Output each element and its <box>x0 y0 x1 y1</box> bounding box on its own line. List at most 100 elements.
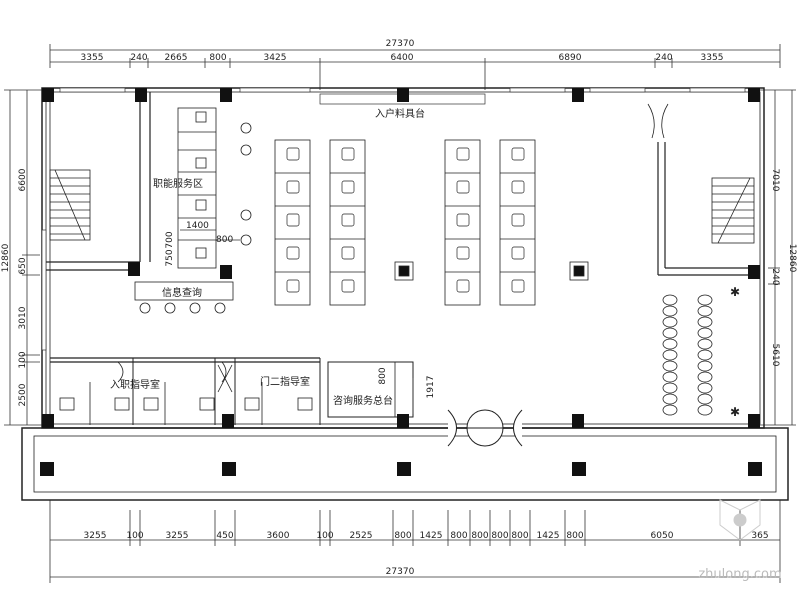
office-chair <box>456 246 470 260</box>
waiting-seat <box>697 338 713 350</box>
bottom-dim-6: 100 <box>316 531 333 541</box>
bottom-dim-9: 1425 <box>420 531 443 541</box>
waiting-seat <box>662 382 678 394</box>
bottom-dim-10: 800 <box>450 531 467 541</box>
stair-right <box>711 177 755 244</box>
dim-1917: 1917 <box>426 376 436 399</box>
bottom-dim-3: 3255 <box>166 531 189 541</box>
bottom-total-dim: 27370 <box>386 567 415 577</box>
bottom-dim-4: 450 <box>216 531 233 541</box>
right-dim-2: 240 <box>770 268 780 285</box>
top-total-dim: 27370 <box>386 39 415 49</box>
info-desk-label: 信息查询 <box>162 286 202 299</box>
left-dim-1: 6600 <box>18 168 28 191</box>
stair-left <box>49 169 91 241</box>
waiting-seat <box>697 371 713 383</box>
office-chair <box>286 180 300 194</box>
watermark-logo <box>719 499 761 541</box>
inner-dimension-lines <box>180 229 414 414</box>
bottom-dim-16: 6050 <box>651 531 674 541</box>
bottom-dim-11: 800 <box>471 531 488 541</box>
top-dim-9: 3355 <box>701 53 724 63</box>
door-top-right <box>647 103 669 139</box>
waiting-seat <box>697 404 713 416</box>
office-desks <box>59 361 313 425</box>
bottom-dim-5: 3600 <box>267 531 290 541</box>
office-chair <box>511 180 525 194</box>
office-chair <box>456 180 470 194</box>
bottom-dim-8: 800 <box>394 531 411 541</box>
waiting-seat <box>697 316 713 328</box>
office-chair <box>341 213 355 227</box>
right-dim-3: 5610 <box>770 344 780 367</box>
windows <box>41 87 746 351</box>
office-chair <box>341 180 355 194</box>
plant-icons: ✱ ✱ <box>730 285 740 419</box>
dim-800-a: 800 <box>216 235 233 245</box>
right-dimension-lines <box>760 89 796 426</box>
office-chair <box>341 246 355 260</box>
watermark-text: zhulong.com <box>698 567 781 582</box>
hall-columns <box>394 261 589 281</box>
waiting-seat <box>662 349 678 361</box>
left-dim-5: 2500 <box>18 383 28 406</box>
bottom-dim-13: 800 <box>511 531 528 541</box>
top-dim-3: 2665 <box>165 53 188 63</box>
info-desk-counter <box>134 281 234 314</box>
bottom-dim-14: 1425 <box>537 531 560 541</box>
waiting-seat <box>697 294 713 306</box>
office-chair <box>341 279 355 293</box>
bottom-dim-1: 3255 <box>84 531 107 541</box>
top-dim-2: 240 <box>130 53 147 63</box>
office-chair <box>456 213 470 227</box>
office-chair <box>286 213 300 227</box>
bottom-dim-15: 800 <box>566 531 583 541</box>
top-dim-8: 240 <box>655 53 672 63</box>
office-chair <box>286 279 300 293</box>
waiting-seat <box>662 338 678 350</box>
waiting-seat <box>697 327 713 339</box>
office-chair <box>341 147 355 161</box>
waiting-seat <box>662 360 678 372</box>
walls <box>21 87 789 501</box>
office-chair <box>511 147 525 161</box>
top-dim-5: 3425 <box>264 53 287 63</box>
svg-text:✱: ✱ <box>730 405 740 419</box>
waiting-seat <box>697 305 713 317</box>
waiting-seat <box>697 393 713 405</box>
waiting-seats <box>662 294 713 416</box>
bottom-dim-2: 100 <box>126 531 143 541</box>
left-total-dim: 12860 <box>1 243 11 272</box>
workstation-cluster-right <box>444 139 536 306</box>
office-a-label: 入职指导室 <box>110 378 160 391</box>
office-b-label: 门二指导室 <box>260 375 310 388</box>
workstation-cluster-left <box>274 139 366 306</box>
waiting-seat <box>697 349 713 361</box>
waiting-seat <box>662 305 678 317</box>
main-entrance-doors <box>447 409 523 447</box>
dim-750: 750 <box>165 249 175 266</box>
top-dimension-lines <box>49 44 781 90</box>
bottom-dim-7: 2525 <box>350 531 373 541</box>
waiting-seat <box>662 404 678 416</box>
top-dim-6: 6400 <box>391 53 414 63</box>
dim-800-b: 800 <box>378 367 388 384</box>
waiting-seat <box>662 316 678 328</box>
dim-700: 700 <box>165 231 175 248</box>
bottom-dim-12: 800 <box>491 531 508 541</box>
functional-area-label: 职能服务区 <box>153 177 203 190</box>
office-chair <box>511 213 525 227</box>
service-desk-label: 咨询服务总台 <box>333 394 393 407</box>
top-dim-1: 3355 <box>81 53 104 63</box>
bottom-dim-17: 365 <box>751 531 768 541</box>
waiting-seat <box>697 382 713 394</box>
workstation-chairs <box>286 147 525 293</box>
office-chair <box>456 147 470 161</box>
left-dim-2: 650 <box>18 257 28 274</box>
dim-1400: 1400 <box>186 221 209 231</box>
left-dimension-lines <box>4 89 45 426</box>
functional-service-desks <box>177 107 252 269</box>
waiting-seat <box>662 371 678 383</box>
svg-text:✱: ✱ <box>730 285 740 299</box>
